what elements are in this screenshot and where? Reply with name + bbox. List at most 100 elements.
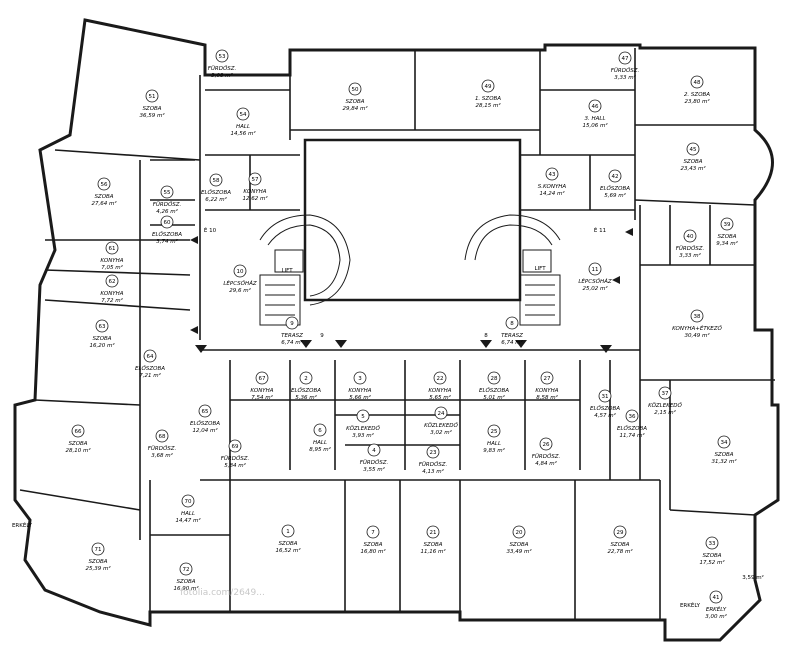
room-number-badge xyxy=(512,525,526,539)
room-number-badge xyxy=(426,525,440,539)
room-number: 38 xyxy=(694,314,701,320)
room-area: 9,34 m² xyxy=(716,240,738,247)
room-number-badge xyxy=(683,229,697,243)
room-number: 23 xyxy=(430,450,437,456)
plan-label-l-n9: 9 xyxy=(320,333,324,339)
room-number-badge xyxy=(97,177,111,191)
room-name: KONYHA xyxy=(428,388,451,394)
room-number: 33 xyxy=(709,541,716,547)
room-number-badge xyxy=(228,439,242,453)
room-name: ERKÉLY xyxy=(706,605,727,613)
room-name: SZOBA xyxy=(345,99,364,105)
room-number: 57 xyxy=(252,177,259,183)
room-name: SZOBA xyxy=(683,159,702,165)
room-name: LÉPCSŐHÁZ xyxy=(223,279,257,287)
room-name: SZOBA xyxy=(714,452,733,458)
room-name: LÉPCSŐHÁZ xyxy=(578,277,612,285)
room-name: SZOBA xyxy=(68,441,87,447)
room-area: 25,02 m² xyxy=(582,285,608,292)
room-number-badge xyxy=(625,409,639,423)
room-area: 3,74 m² xyxy=(156,238,178,245)
room-name: HALL xyxy=(313,440,327,446)
room-number: 36 xyxy=(629,414,636,420)
room-number-badge xyxy=(487,424,501,438)
room-area: 11,74 m² xyxy=(619,432,645,439)
room-number-badge xyxy=(356,409,370,423)
room-area: 23,80 m² xyxy=(684,98,710,105)
room-name: FÜRDŐSZ. xyxy=(221,455,250,462)
room-area: 3,02 m² xyxy=(430,429,452,436)
room-name: 2. SZOBA xyxy=(684,92,710,98)
room-number: 37 xyxy=(662,391,669,397)
room-number: 22 xyxy=(437,376,444,382)
room-number-badge xyxy=(105,274,119,288)
room-area: 5,65 m² xyxy=(429,394,451,401)
room-number: 20 xyxy=(516,530,523,536)
room-number-badge xyxy=(255,371,269,385)
room-area: 14,47 m² xyxy=(175,517,201,524)
plan-label-l-liftR: LIFT xyxy=(534,266,546,272)
plan-label-l-e10: É 10 xyxy=(204,226,217,234)
room-name: FÜRDŐSZ. xyxy=(360,459,389,466)
room-number: 10 xyxy=(237,269,244,275)
room-number-badge xyxy=(215,49,229,63)
room-number: 2 xyxy=(304,376,308,382)
room-area: 29,6 m² xyxy=(229,287,251,294)
plan-label-l-erkelyL: ERKÉLY xyxy=(12,521,33,529)
outer-walls xyxy=(13,18,780,642)
room-name: TERASZ xyxy=(501,333,523,339)
room-number-badge xyxy=(285,316,299,330)
room-number: 45 xyxy=(690,147,697,153)
room-area: 29,84 m² xyxy=(342,105,368,112)
room-number-badge xyxy=(434,406,448,420)
room-name: KONYHA+ÉTKEZŐ xyxy=(672,324,722,332)
plan-label-l-erkelyR: ERKÉLY xyxy=(680,601,701,609)
room-area: 4,26 m² xyxy=(156,208,178,215)
room-area: 28,10 m² xyxy=(65,447,91,454)
room-area: 4,13 m² xyxy=(422,468,444,475)
room-area: 14,56 m² xyxy=(230,130,256,137)
room-name: FÜRDŐSZ. xyxy=(419,461,448,468)
room-number-badge xyxy=(658,386,672,400)
room-area: 23,43 m² xyxy=(680,165,706,172)
room-number: 47 xyxy=(622,56,629,62)
room-number: 62 xyxy=(109,279,116,285)
room-name: SZOBA xyxy=(88,559,107,565)
room-number-badge xyxy=(155,429,169,443)
room-name: SZOBA xyxy=(92,336,111,342)
room-name: FÜRDŐSZ. xyxy=(208,65,237,72)
room-area: 3,33 m² xyxy=(614,74,636,81)
room-number-badge xyxy=(608,169,622,183)
room-number: 66 xyxy=(75,429,82,435)
room-area: 6,74 m² xyxy=(281,339,303,346)
room-name: 3. HALL xyxy=(584,116,605,122)
room-area: 3,93 m² xyxy=(352,432,374,439)
room-name: ELŐSZOBA xyxy=(152,231,182,238)
room-number-badge xyxy=(505,316,519,330)
room-number: 54 xyxy=(240,112,247,118)
room-number-badge xyxy=(690,75,704,89)
room-number-badge xyxy=(91,542,105,556)
room-number: 68 xyxy=(159,434,166,440)
room-number: 56 xyxy=(101,182,108,188)
room-number-badge xyxy=(540,371,554,385)
plan-label-l-n8: 8 xyxy=(484,333,488,339)
room-area: 4,84 m² xyxy=(535,460,557,467)
